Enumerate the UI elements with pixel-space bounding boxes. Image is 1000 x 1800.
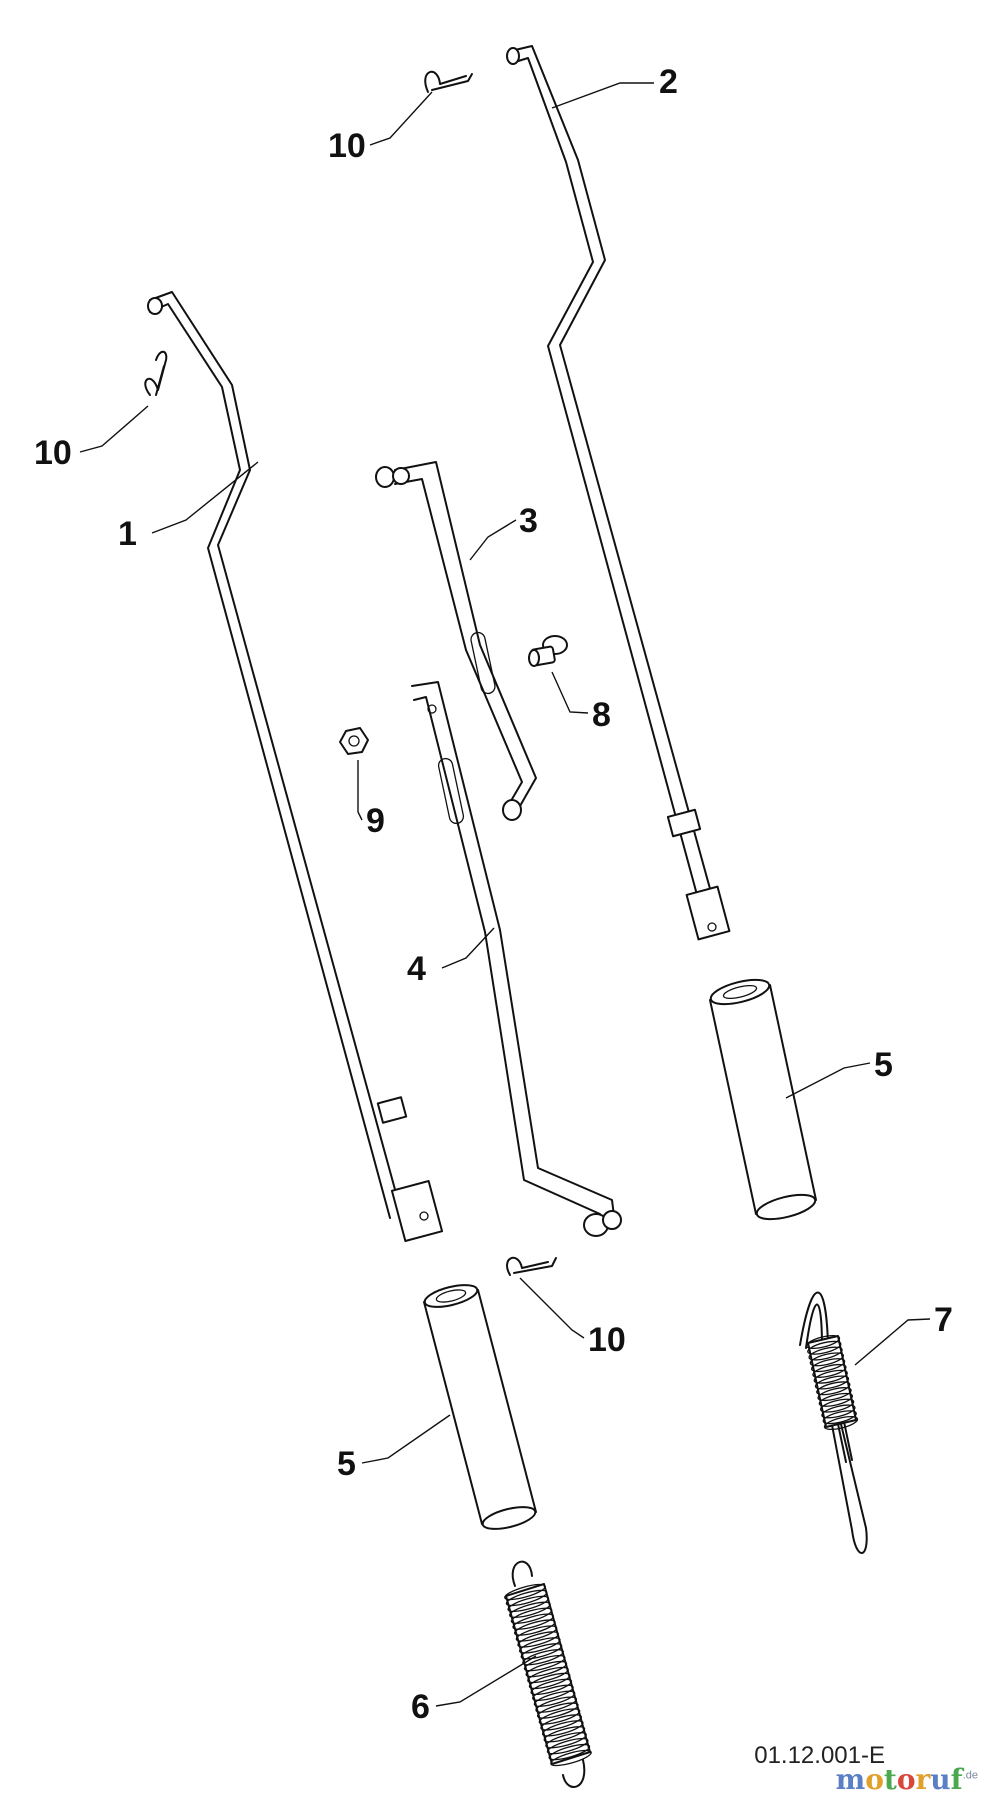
part-5-grip-upper (709, 978, 817, 1221)
callout-10-bottom: 10 (588, 1321, 626, 1359)
part-5-grip-lower (423, 1284, 537, 1530)
callout-5-lower: 5 (337, 1445, 356, 1483)
callout-9: 9 (366, 802, 385, 840)
part-8-pin (528, 635, 568, 667)
callout-4: 4 (407, 950, 426, 988)
callout-2: 2 (659, 63, 678, 101)
callout-10-top: 10 (328, 127, 366, 165)
callout-1: 1 (118, 515, 137, 553)
part-6-spring (504, 1560, 592, 1788)
callout-10-left: 10 (34, 434, 72, 472)
callout-7: 7 (934, 1301, 953, 1339)
part-2-control-rod (506, 45, 731, 941)
callout-3: 3 (519, 502, 538, 540)
watermark-text: motoruf (835, 1763, 963, 1796)
watermark-logo: motoruf.de (836, 1763, 978, 1796)
watermark-suffix: .de (962, 1769, 978, 1782)
callout-5-upper: 5 (874, 1046, 893, 1084)
callout-labels: 1 2 3 4 5 5 6 7 8 9 10 10 10 (34, 63, 953, 1726)
part-4-lever (411, 681, 622, 1237)
callout-8: 8 (592, 696, 611, 734)
part-7-hook-spring (799, 1291, 868, 1554)
part-9-nut (339, 727, 369, 755)
drawing-code: 01.12.001-E (754, 1742, 885, 1769)
part-10-clip-top (424, 70, 473, 93)
part-10-clip-left (144, 350, 168, 396)
leader-lines (79, 82, 931, 1707)
part-3-link (375, 461, 537, 821)
part-10-clip-bottom (506, 1256, 557, 1276)
callout-6: 6 (411, 1688, 430, 1726)
part-1-control-rod (147, 291, 444, 1243)
